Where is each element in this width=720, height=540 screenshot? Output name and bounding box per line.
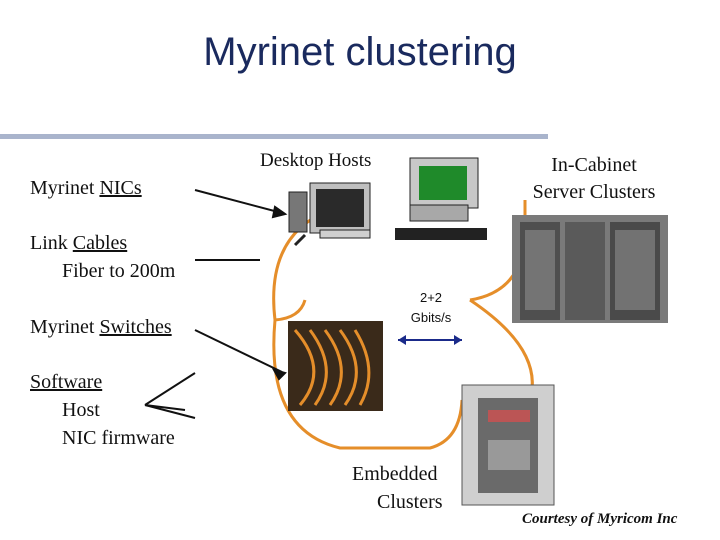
myrinet-switch-image (288, 321, 383, 411)
switches-arrow (194, 329, 283, 373)
slide-title: Myrinet clustering (203, 30, 517, 74)
rate-label-line1: 2+2 (419, 290, 443, 305)
desktop-host-1-icon (288, 182, 371, 247)
fiber-label: Fiber to 200m (62, 260, 176, 282)
myrinet-nics-label: Myrinet NICs (30, 177, 142, 199)
in-cabinet-label-line1: In-Cabinet (551, 154, 637, 176)
in-cabinet-label-line2: Server Clusters (532, 181, 656, 203)
embedded-cluster-image (461, 384, 555, 506)
software-arrow-2 (144, 404, 196, 419)
desktop-host-2-icon (395, 157, 487, 240)
courtesy-credit: Courtesy of Myricom Inc (522, 511, 678, 527)
software-arrow-3 (144, 404, 186, 411)
embedded-label-line1: Embedded (352, 463, 438, 485)
title-divider (0, 134, 548, 139)
software-firmware-label: NIC firmware (62, 427, 175, 449)
software-label: Software (30, 371, 103, 393)
embedded-label-line2: Clusters (377, 491, 443, 513)
software-arrow-1 (144, 372, 196, 406)
myrinet-switches-label: Myrinet Switches (30, 316, 172, 338)
nics-arrow (194, 189, 283, 214)
desktop-hosts-label: Desktop Hosts (260, 150, 372, 171)
link-cables-label: Link Cables (30, 232, 128, 254)
server-cabinet-image (512, 215, 668, 323)
bidirectional-arrow-icon (398, 335, 462, 345)
rate-label-line2: Gbits/s (410, 310, 452, 325)
software-host-label: Host (62, 399, 100, 421)
